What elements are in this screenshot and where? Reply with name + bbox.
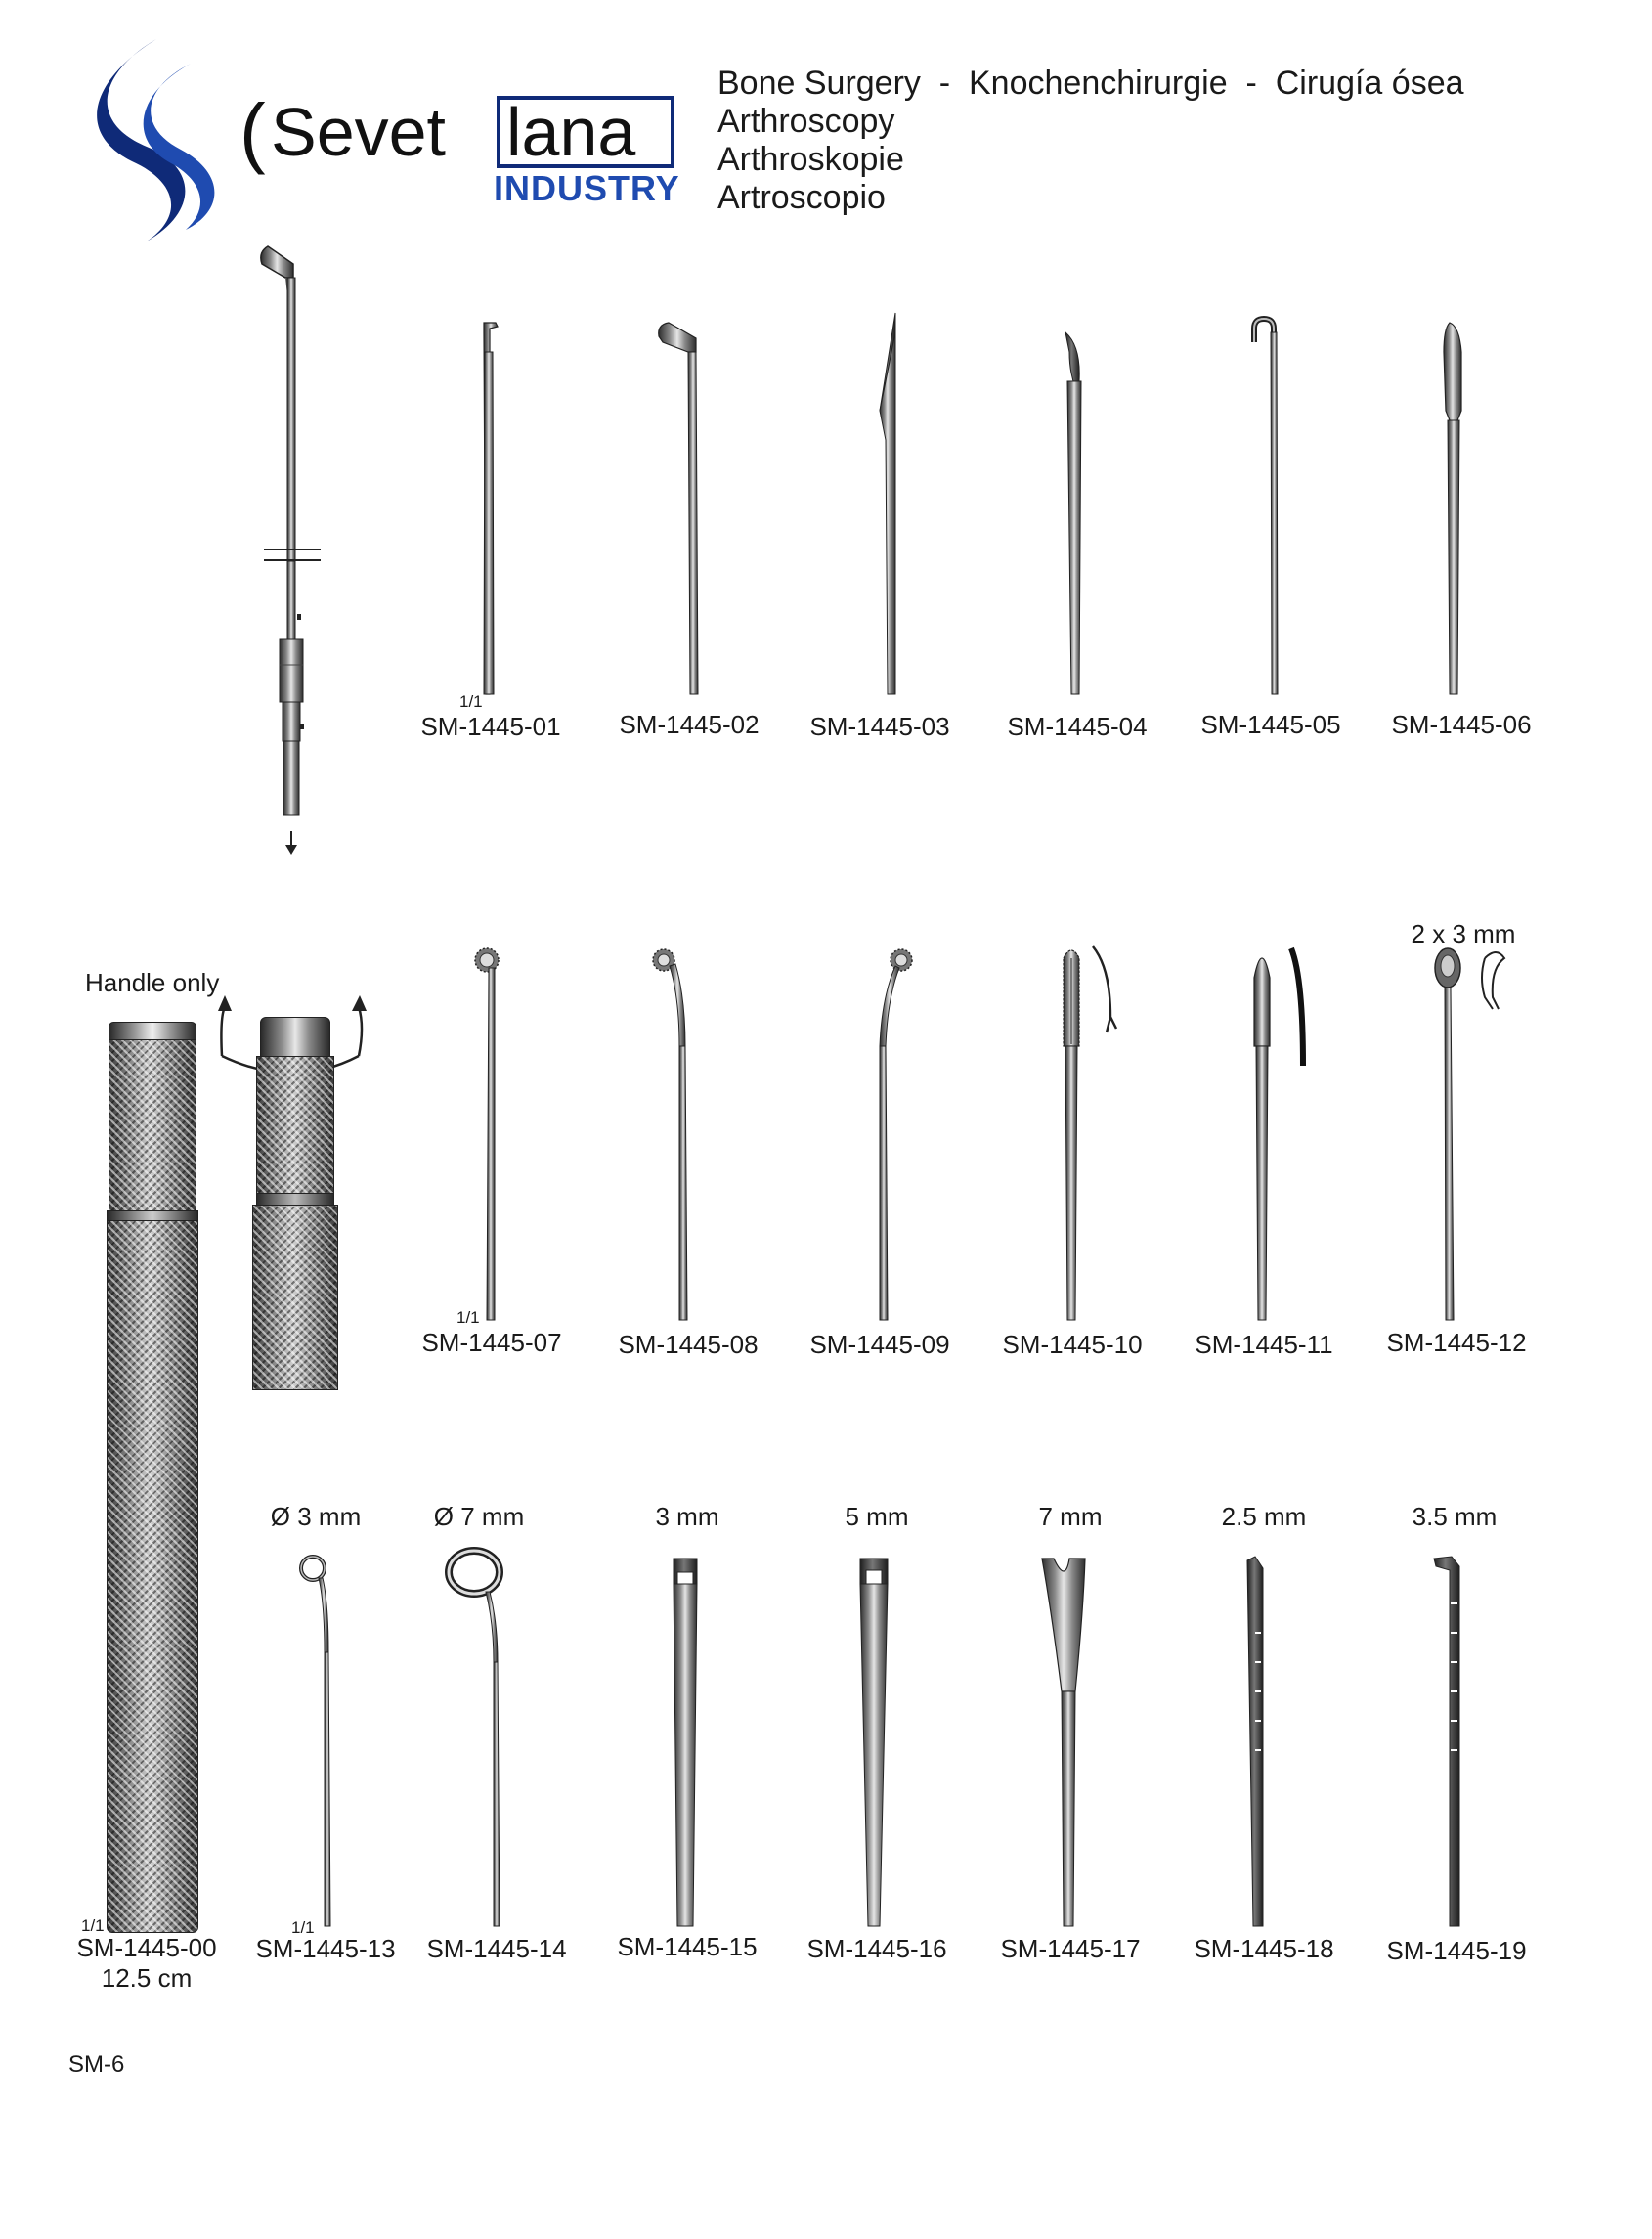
assembled-handle	[252, 1017, 338, 1390]
code-SM-1445-11: SM-1445-11	[1195, 1330, 1333, 1359]
instrument-SM-1445-02	[658, 322, 699, 695]
page-ref: SM-6	[68, 2051, 125, 2078]
instrument-SM-1445-06	[1443, 322, 1462, 695]
brand-logo: ( Sevet lana INDUSTRY	[78, 34, 684, 249]
code-SM-1445-01: SM-1445-01	[420, 712, 561, 741]
header-line-3: Artroscopio	[717, 179, 886, 216]
code-SM-1445-06: SM-1445-06	[1391, 710, 1532, 739]
dim-SM-1445-16: 5 mm	[845, 1502, 909, 1531]
instrument-SM-1445-08	[652, 948, 688, 1321]
code-SM-1445-05: SM-1445-05	[1200, 710, 1341, 739]
code-SM-1445-14: SM-1445-14	[426, 1934, 567, 1963]
code-SM-1445-12: SM-1445-12	[1386, 1328, 1527, 1357]
dim-SM-1445-12: 2 x 3 mm	[1411, 919, 1516, 948]
dim-SM-1445-15: 3 mm	[655, 1502, 719, 1531]
dim-SM-1445-18: 2.5 mm	[1221, 1502, 1307, 1531]
instrument-SM-1445-05	[1251, 315, 1279, 695]
instrument-SM-1445-04	[1065, 330, 1082, 695]
instrument-SM-1445-15	[673, 1558, 698, 1927]
instrument-SM-1445-10	[1063, 945, 1118, 1321]
instrument-SM-1445-17	[1041, 1558, 1086, 1927]
code-SM-1445-17: SM-1445-17	[1000, 1934, 1141, 1963]
brand-name-part1: Sevet	[271, 94, 446, 170]
code-SM-1445-03: SM-1445-03	[809, 712, 950, 741]
header-line-2: Arthroskopie	[717, 141, 904, 178]
instrument-SM-1445-16	[859, 1558, 889, 1927]
row2-scale: 1/1	[456, 1308, 480, 1327]
instrument-SM-1445-11	[1253, 946, 1306, 1321]
handle-only-cap	[109, 1022, 196, 1041]
assembled-handle-upper	[256, 1056, 334, 1195]
dim-SM-1445-13: Ø 3 mm	[270, 1502, 362, 1531]
dim-SM-1445-19: 3.5 mm	[1412, 1502, 1498, 1531]
dim-SM-1445-14: Ø 7 mm	[433, 1502, 525, 1531]
handle-length: 12.5 cm	[101, 1963, 193, 1993]
code-SM-1445-04: SM-1445-04	[1007, 712, 1148, 741]
handle-only-upper	[109, 1039, 196, 1212]
code-SM-1445-13: SM-1445-13	[255, 1934, 396, 1963]
instrument-SM-1445-12	[1434, 947, 1506, 1321]
instrument-SM-1445-07	[474, 947, 500, 1321]
brand-name-box	[497, 96, 674, 168]
code-SM-1445-02: SM-1445-02	[619, 710, 760, 739]
dim-SM-1445-17: 7 mm	[1038, 1502, 1103, 1531]
assembled-instrument-shaft	[260, 245, 321, 855]
code-SM-1445-18: SM-1445-18	[1194, 1934, 1334, 1963]
code-SM-1445-16: SM-1445-16	[806, 1934, 947, 1963]
instrument-SM-1445-14	[445, 1547, 503, 1927]
instrument-SM-1445-09	[879, 948, 913, 1321]
handle-only	[103, 1022, 200, 1933]
code-SM-1445-19: SM-1445-19	[1386, 1936, 1527, 1965]
brand-name-part2: lana	[506, 94, 636, 170]
code-SM-1445-15: SM-1445-15	[617, 1932, 758, 1961]
row3-scale: 1/1	[291, 1918, 315, 1937]
code-SM-1445-09: SM-1445-09	[809, 1330, 950, 1359]
assembled-handle-lower	[252, 1205, 338, 1390]
logo-bracket: (	[239, 88, 266, 175]
instrument-SM-1445-01	[483, 322, 499, 695]
row1-scale: 1/1	[459, 692, 483, 711]
code-SM-1445-10: SM-1445-10	[1002, 1330, 1143, 1359]
instrument-SM-1445-19	[1433, 1556, 1460, 1927]
instrument-SM-1445-13	[299, 1555, 331, 1927]
instrument-SM-1445-03	[879, 312, 896, 695]
code-SM-1445-07: SM-1445-07	[421, 1328, 562, 1357]
instrument-SM-1445-18	[1246, 1556, 1264, 1927]
handle-only-lower	[107, 1220, 198, 1933]
brand-sub: INDUSTRY	[494, 168, 680, 208]
header-title: Bone Surgery - Knochenchirurgie - Cirugí…	[717, 65, 1464, 102]
code-SM-1445-08: SM-1445-08	[618, 1330, 759, 1359]
handle-scale: 1/1	[81, 1916, 105, 1935]
handle-code: SM-1445-00	[76, 1933, 217, 1962]
assembled-handle-cap	[260, 1017, 330, 1058]
logo-swoosh-icon	[97, 39, 215, 241]
header-line-1: Arthroscopy	[717, 103, 895, 140]
handle-only-label: Handle only	[85, 968, 220, 997]
